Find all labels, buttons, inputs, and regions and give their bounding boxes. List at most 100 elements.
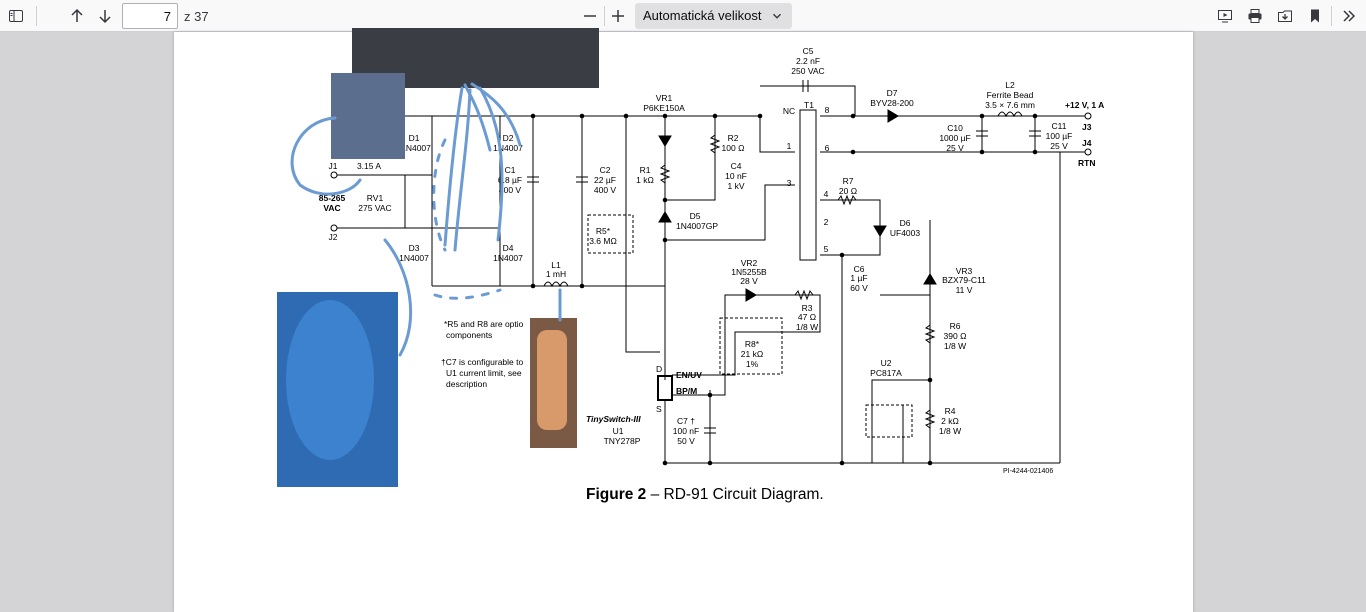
double-chevron-right-icon — [1343, 10, 1356, 22]
plus-icon — [612, 10, 624, 22]
bookmark-button[interactable] — [1302, 3, 1328, 29]
previous-page-button[interactable] — [64, 3, 90, 29]
zoom-out-button[interactable] — [577, 3, 603, 29]
capacitor-photo-highlight — [286, 300, 374, 460]
svg-text:U1: U1 — [613, 426, 624, 436]
r4-resistor — [924, 409, 936, 429]
figure-caption-label: Figure 2 — [586, 486, 647, 503]
c7-capacitor — [704, 427, 716, 434]
toolbar-separator — [1331, 6, 1332, 26]
output-leads — [1060, 115, 1085, 153]
toolbar-separator — [604, 6, 605, 26]
r5-label: R5*3.6 MΩ — [589, 226, 617, 246]
c2-capacitor — [576, 176, 588, 183]
bookmark-icon — [1311, 9, 1319, 23]
svg-text:TinySwitch-III: TinySwitch-III — [586, 414, 641, 424]
figure-caption: Figure 2 – RD-91 Circuit Diagram. — [586, 486, 824, 504]
minus-icon — [584, 15, 596, 17]
zoom-in-button[interactable] — [605, 3, 631, 29]
r3-resistor — [794, 289, 814, 301]
svg-text:EN/UV: EN/UV — [676, 370, 702, 380]
tools-menu-button[interactable] — [1336, 3, 1362, 29]
svg-text:*R5 and R8 are optio: *R5 and R8 are optio — [444, 319, 524, 329]
next-page-button[interactable] — [92, 3, 118, 29]
c10-capacitor — [976, 130, 988, 137]
l2-inductor — [997, 111, 1023, 118]
page-number-input[interactable] — [122, 3, 178, 29]
output-labels: +12 V, 1 A J3 J4 RTN — [1065, 100, 1104, 168]
vr1-zener — [658, 135, 672, 147]
down-arrow-icon — [99, 10, 111, 24]
c11-capacitor — [1029, 130, 1041, 137]
terminals — [330, 112, 1092, 232]
svg-text:J4: J4 — [1082, 138, 1092, 148]
d6-diode — [873, 225, 887, 237]
r6-resistor — [924, 324, 936, 344]
chevron-down-icon — [773, 13, 781, 19]
sidebar-icon — [9, 10, 23, 22]
svg-text:D: D — [656, 364, 662, 374]
figure-id: PI-4244-021406 — [1003, 468, 1053, 475]
svg-text:S: S — [656, 404, 662, 414]
pdf-toolbar: z 37 Automatická velikost — [0, 0, 1366, 32]
sidebar-toggle-button[interactable] — [3, 3, 29, 29]
svg-text:U1 current limit, see: U1 current limit, see — [446, 368, 522, 378]
transformer-t1 — [799, 109, 817, 261]
r8-optional-box — [719, 317, 783, 375]
c1-capacitor — [527, 176, 539, 183]
svg-text:components: components — [446, 330, 492, 340]
save-button[interactable] — [1272, 3, 1298, 29]
zoom-select[interactable]: Automatická velikost — [635, 3, 792, 29]
inductor-photo-body — [537, 330, 567, 430]
zoom-select-value: Automatická velikost — [643, 8, 762, 23]
r7-resistor — [837, 194, 857, 206]
print-icon — [1248, 9, 1262, 23]
u2-optocoupler-box — [865, 404, 913, 438]
presentation-icon — [1218, 10, 1232, 23]
schematic-components — [527, 80, 1041, 438]
u1-ic-body — [657, 375, 673, 401]
svg-text:BP/M: BP/M — [676, 386, 697, 396]
d5-diode — [658, 211, 672, 223]
r5-optional-box — [587, 214, 634, 254]
r2-resistor — [709, 134, 721, 154]
save-icon — [1278, 10, 1292, 22]
footnotes: *R5 and R8 are optio components †C7 is c… — [441, 319, 524, 389]
presentation-mode-button[interactable] — [1212, 3, 1238, 29]
svg-text:RTN: RTN — [1078, 158, 1095, 168]
r1-resistor — [659, 164, 671, 184]
svg-text:†C7 is configurable to: †C7 is configurable to — [441, 357, 523, 367]
up-arrow-icon — [71, 8, 83, 22]
d7-diode — [887, 109, 899, 123]
print-button[interactable] — [1242, 3, 1268, 29]
svg-text:+12 V, 1 A: +12 V, 1 A — [1065, 100, 1104, 110]
